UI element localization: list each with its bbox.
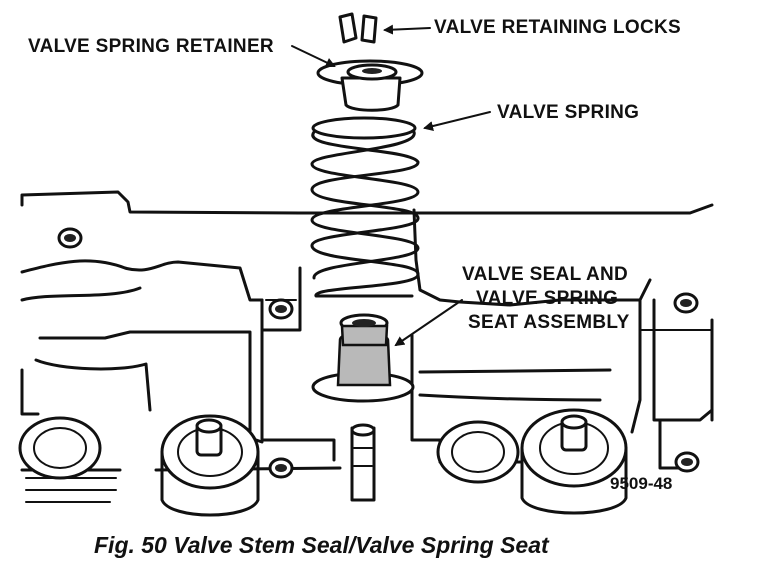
installed-valve-spring-mid-right bbox=[436, 420, 520, 484]
label-valve-retaining-locks: VALVE RETAINING LOCKS bbox=[434, 17, 681, 38]
label-valve-seal-line2: VALVE SPRING bbox=[476, 288, 618, 309]
valve-spring-retainer bbox=[316, 59, 424, 112]
label-valve-seal-line3: SEAT ASSEMBLY bbox=[468, 312, 630, 333]
installed-valve-spring-right bbox=[520, 408, 628, 515]
valve-retaining-locks bbox=[338, 12, 378, 44]
installed-valve-spring-far-left bbox=[18, 416, 102, 480]
bolt-hole bbox=[674, 451, 700, 473]
figure-caption: Fig. 50 Valve Stem Seal/Valve Spring Sea… bbox=[94, 532, 550, 558]
label-valve-seal-line1: VALVE SEAL AND bbox=[462, 264, 628, 285]
bolt-hole bbox=[268, 298, 294, 320]
valve-spring bbox=[310, 116, 420, 298]
label-valve-spring-retainer: VALVE SPRING RETAINER bbox=[28, 36, 274, 57]
valve-stem bbox=[350, 423, 376, 502]
bolt-hole bbox=[673, 292, 699, 314]
label-valve-spring: VALVE SPRING bbox=[497, 102, 639, 123]
cylinder-head bbox=[18, 190, 714, 517]
valve-seal-seat-assembly bbox=[311, 313, 415, 403]
bolt-hole bbox=[57, 227, 83, 249]
leader-arrow-seal bbox=[394, 299, 463, 347]
bolt-hole bbox=[268, 457, 294, 479]
leader-arrow-retainer bbox=[291, 45, 336, 68]
leader-arrow-locks bbox=[383, 24, 431, 35]
leader-arrow-spring bbox=[423, 111, 491, 131]
figure-number: 9509-48 bbox=[610, 474, 672, 493]
installed-valve-spring-left bbox=[160, 414, 260, 517]
